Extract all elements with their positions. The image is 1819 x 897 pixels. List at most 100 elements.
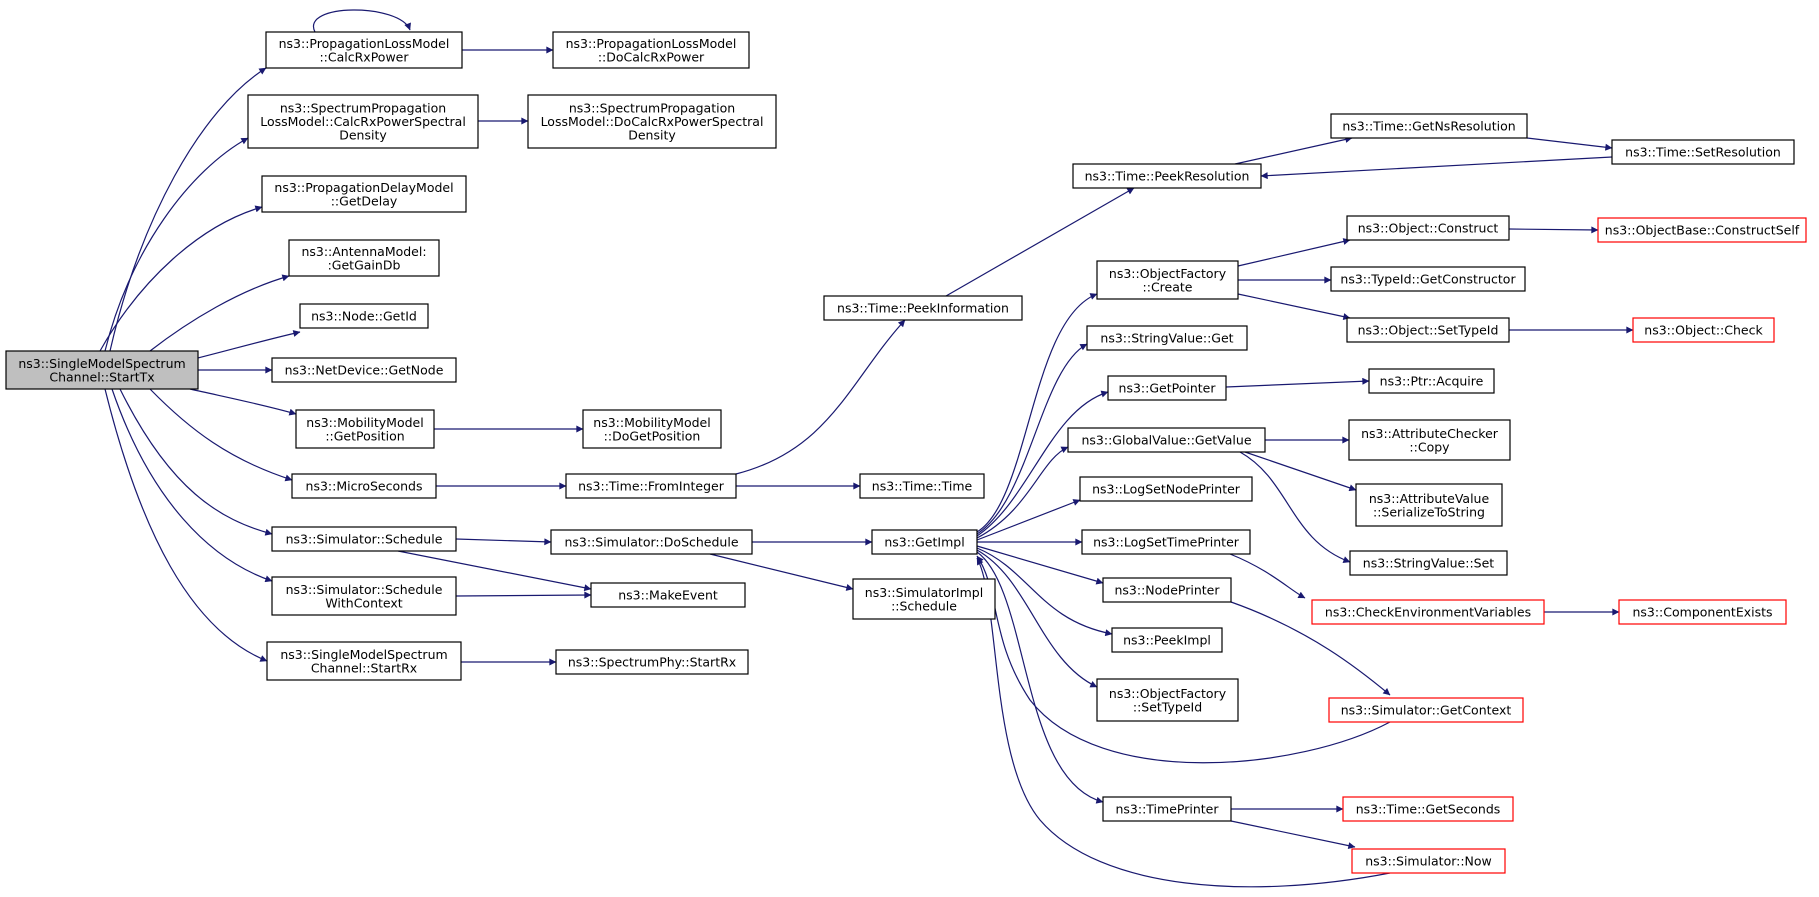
edge-root-to-node_getid	[189, 330, 301, 361]
node-sim-getcontext[interactable]: ns3::Simulator::GetContext	[1328, 697, 1524, 723]
node-box	[1355, 483, 1503, 527]
node-label: ::Create	[1143, 279, 1193, 294]
node-strval-get[interactable]: ns3::StringValue::Get	[1086, 325, 1248, 351]
node-av-serialize[interactable]: ns3::AttributeValue::SerializeToString	[1355, 483, 1503, 527]
node-label: ns3::ObjectFactory	[1109, 686, 1227, 701]
node-box	[1102, 796, 1232, 822]
node-label: ::CalcRxPower	[319, 49, 409, 64]
edge-root-to-sim_schedwc	[111, 388, 273, 583]
node-label: Channel::StartTx	[49, 369, 154, 384]
nodes-layer: ns3::SingleModelSpectrumChannel::StartTx…	[5, 31, 1807, 874]
node-box	[295, 409, 435, 449]
node-makeevent[interactable]: ns3::MakeEvent	[590, 582, 746, 608]
node-time-peekinfo[interactable]: ns3::Time::PeekInformation	[823, 295, 1023, 321]
node-plm-docalc[interactable]: ns3::PropagationLossModel::DoCalcRxPower	[552, 31, 750, 69]
node-gv-getvalue[interactable]: ns3::GlobalValue::GetValue	[1067, 427, 1266, 453]
edge-nodeprinter-to-sim_getcontext	[1230, 601, 1391, 696]
node-box	[1346, 317, 1510, 343]
node-label: ns3::Node::GetId	[311, 309, 417, 324]
node-splm-docalc[interactable]: ns3::SpectrumPropagationLossModel::DoCal…	[527, 94, 777, 149]
node-box	[527, 94, 777, 149]
node-box	[266, 641, 462, 681]
node-getimpl[interactable]: ns3::GetImpl	[871, 529, 978, 555]
node-comp-exists[interactable]: ns3::ComponentExists	[1618, 599, 1787, 625]
node-label: WithContext	[325, 595, 402, 610]
node-sim-doschedule[interactable]: ns3::Simulator::DoSchedule	[550, 529, 753, 555]
node-objbase-cs[interactable]: ns3::ObjectBase::ConstructSelf	[1597, 217, 1807, 243]
node-box	[555, 649, 749, 675]
node-obj-settypeid[interactable]: ns3::Object::SetTypeId	[1346, 317, 1510, 343]
node-typeid-getctor[interactable]: ns3::TypeId::GetConstructor	[1330, 266, 1526, 292]
node-box	[271, 526, 457, 552]
node-box	[871, 529, 978, 555]
node-label: ::DoGetPosition	[604, 428, 701, 443]
node-netdev-getnode[interactable]: ns3::NetDevice::GetNode	[271, 357, 457, 383]
node-box	[1632, 317, 1775, 343]
node-label: ns3::Ptr::Acquire	[1380, 374, 1484, 389]
edge-root-to-pdm_getdelay	[99, 205, 263, 352]
edge-getimpl-to-peekimpl	[976, 547, 1113, 637]
node-time-getnsres[interactable]: ns3::Time::GetNsResolution	[1330, 113, 1528, 139]
node-of-create[interactable]: ns3::ObjectFactory::Create	[1096, 260, 1239, 300]
node-label: ns3::LogSetNodePrinter	[1092, 482, 1241, 497]
node-peekimpl[interactable]: ns3::PeekImpl	[1111, 627, 1223, 653]
node-pdm-getdelay[interactable]: ns3::PropagationDelayModel::GetDelay	[261, 175, 467, 213]
edge-log_timeprinter-to-check_env	[1229, 553, 1306, 599]
node-label: ns3::Time::Time	[872, 479, 973, 494]
node-label: LossModel::CalcRxPowerSpectral	[260, 114, 466, 129]
node-box	[1107, 375, 1227, 401]
node-mob-getpos[interactable]: ns3::MobilityModel::GetPosition	[295, 409, 435, 449]
edge-root-to-microseconds	[149, 388, 293, 482]
node-label: ns3::PropagationLossModel	[279, 36, 450, 51]
node-getpointer[interactable]: ns3::GetPointer	[1107, 375, 1227, 401]
node-nodeprinter[interactable]: ns3::NodePrinter	[1102, 577, 1232, 603]
node-label: ns3::Simulator::Schedule	[286, 532, 443, 547]
node-label: ns3::AntennaModel:	[301, 244, 426, 259]
node-ant-gain[interactable]: ns3::AntennaModel::GetGainDb	[288, 239, 440, 277]
node-box	[582, 409, 722, 449]
node-time-setres[interactable]: ns3::Time::SetResolution	[1611, 139, 1795, 165]
node-log-nodeprinter[interactable]: ns3::LogSetNodePrinter	[1079, 476, 1253, 502]
node-label: ns3::GetPointer	[1119, 381, 1217, 396]
node-box	[1348, 419, 1511, 461]
node-ptr-acquire[interactable]: ns3::Ptr::Acquire	[1368, 368, 1495, 394]
node-sim-now[interactable]: ns3::Simulator::Now	[1351, 848, 1506, 874]
edge-getimpl-to-getpointer	[976, 390, 1109, 537]
edge-root-to-smsc_startrx	[104, 388, 268, 662]
node-sim-schedule[interactable]: ns3::Simulator::Schedule	[271, 526, 457, 552]
edge-gv_getvalue-to-av_serialize	[1244, 451, 1357, 492]
edge-sim_now-to-getimpl	[976, 557, 1391, 888]
node-time-fromint[interactable]: ns3::Time::FromInteger	[565, 473, 737, 499]
node-obj-construct[interactable]: ns3::Object::Construct	[1346, 215, 1510, 241]
node-microseconds[interactable]: ns3::MicroSeconds	[291, 473, 437, 499]
node-label: LossModel::DoCalcRxPowerSpectral	[541, 114, 764, 129]
node-plm-calc[interactable]: ns3::PropagationLossModel::CalcRxPower	[265, 31, 463, 69]
node-box	[1611, 139, 1795, 165]
node-simimpl-sched[interactable]: ns3::SimulatorImpl::Schedule	[852, 578, 996, 620]
node-timeprinter[interactable]: ns3::TimePrinter	[1102, 796, 1232, 822]
node-obj-check[interactable]: ns3::Object::Check	[1632, 317, 1775, 343]
node-check-env[interactable]: ns3::CheckEnvironmentVariables	[1311, 599, 1545, 625]
node-strval-set[interactable]: ns3::StringValue::Set	[1349, 550, 1508, 576]
edge-root-to-plm_calc	[109, 67, 267, 352]
node-node-getid[interactable]: ns3::Node::GetId	[299, 303, 429, 329]
node-time-peekres[interactable]: ns3::Time::PeekResolution	[1072, 163, 1262, 189]
node-label: Channel::StartRx	[311, 660, 417, 675]
edge-time_peekres-to-time_getnsres	[1234, 136, 1353, 165]
node-ac-copy[interactable]: ns3::AttributeChecker::Copy	[1348, 419, 1511, 461]
node-time-time[interactable]: ns3::Time::Time	[859, 473, 985, 499]
node-box	[1342, 796, 1514, 822]
node-label: ns3::StringValue::Set	[1363, 556, 1494, 571]
node-box	[1368, 368, 1495, 394]
node-splm-calc[interactable]: ns3::SpectrumPropagationLossModel::CalcR…	[247, 94, 479, 149]
node-mob-dogetpos[interactable]: ns3::MobilityModel::DoGetPosition	[582, 409, 722, 449]
node-time-getseconds[interactable]: ns3::Time::GetSeconds	[1342, 796, 1514, 822]
node-log-timeprinter[interactable]: ns3::LogSetTimePrinter	[1081, 529, 1251, 555]
node-of-settypeid[interactable]: ns3::ObjectFactory::SetTypeId	[1096, 678, 1239, 722]
node-label: ns3::SimulatorImpl	[865, 585, 983, 600]
node-phy-startrx[interactable]: ns3::SpectrumPhy::StartRx	[555, 649, 749, 675]
edge-timeprinter-to-sim_now	[1230, 820, 1356, 850]
